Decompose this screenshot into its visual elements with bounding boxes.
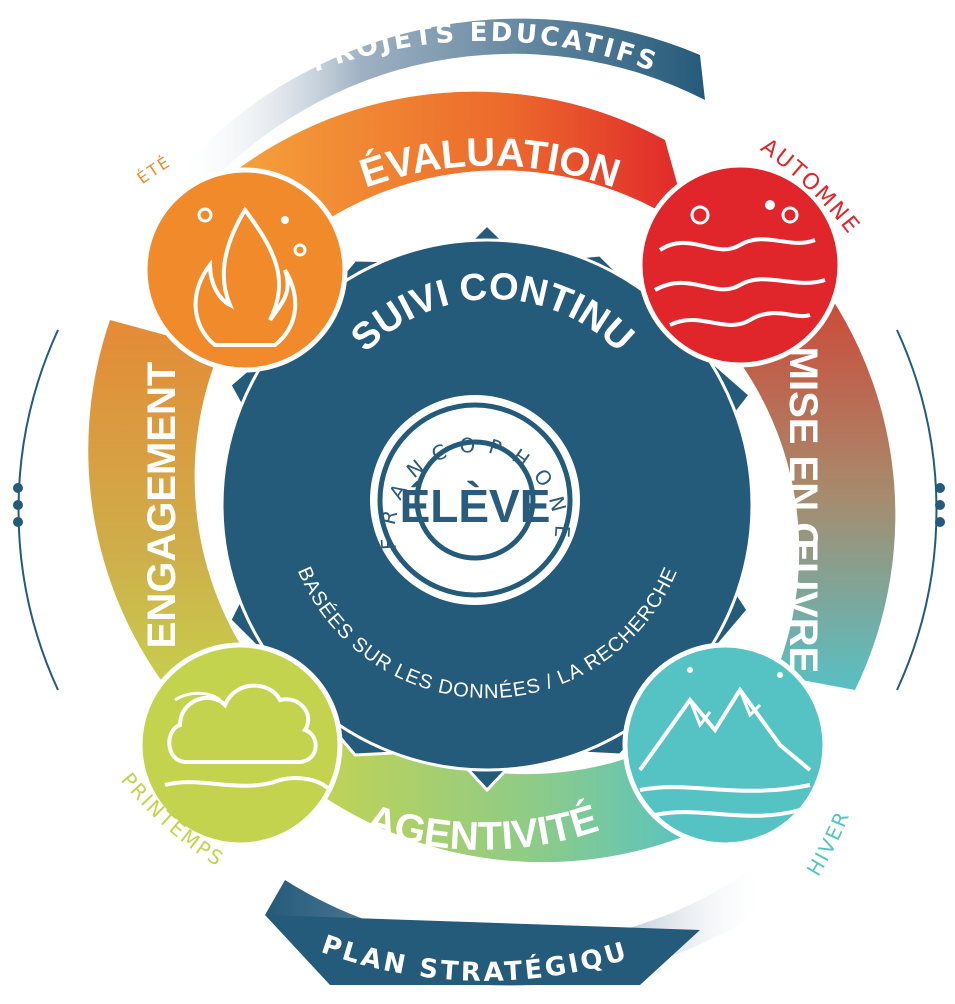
center-core-label: ÉLÈVE — [400, 480, 551, 532]
season-ete-label: ÉTÉ — [134, 152, 175, 188]
flame-icon — [142, 167, 348, 373]
segment-mise-en-oeuvre-label: MISE EN ŒUVRE — [781, 347, 825, 674]
wind-swirl-icon — [637, 162, 843, 368]
center-hub: SUIVI CONTINU BASÉES SUR LES DONNÉES / L… — [220, 222, 754, 793]
left-decoration — [13, 329, 59, 691]
segment-engagement-label: ENGAGEMENT — [140, 362, 184, 649]
segment-engagement — [88, 320, 250, 705]
cloud-icon — [137, 642, 343, 848]
mountain-icon — [622, 642, 828, 848]
season-hiver-label: HIVER — [802, 807, 855, 880]
segment-evaluation — [230, 91, 690, 256]
right-decoration — [896, 329, 945, 691]
